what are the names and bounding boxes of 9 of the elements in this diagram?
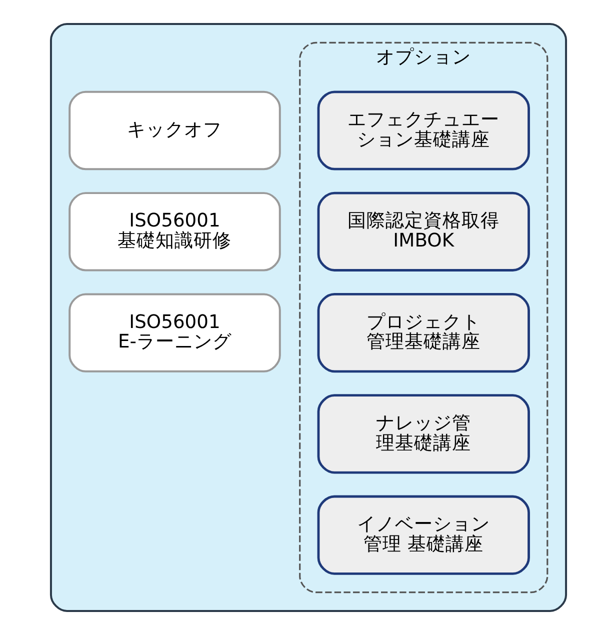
cluster	[49, 23, 567, 612]
node-box: エフェクチュエーション基礎講座	[316, 90, 530, 170]
node-box: ISO56001 基礎知識研修	[68, 192, 280, 272]
node-box: 国際認定資格取得 IMBOK	[316, 192, 530, 272]
node-box: キックオフ	[68, 90, 280, 170]
node-box: プロジェクト管理基礎講座	[316, 293, 530, 373]
node-box: ナレッジ管理基礎講座	[316, 394, 530, 474]
node-box: イノベーション管理 基礎講座	[316, 495, 530, 575]
node-box: ISO56001 E-ラーニング	[68, 293, 280, 372]
